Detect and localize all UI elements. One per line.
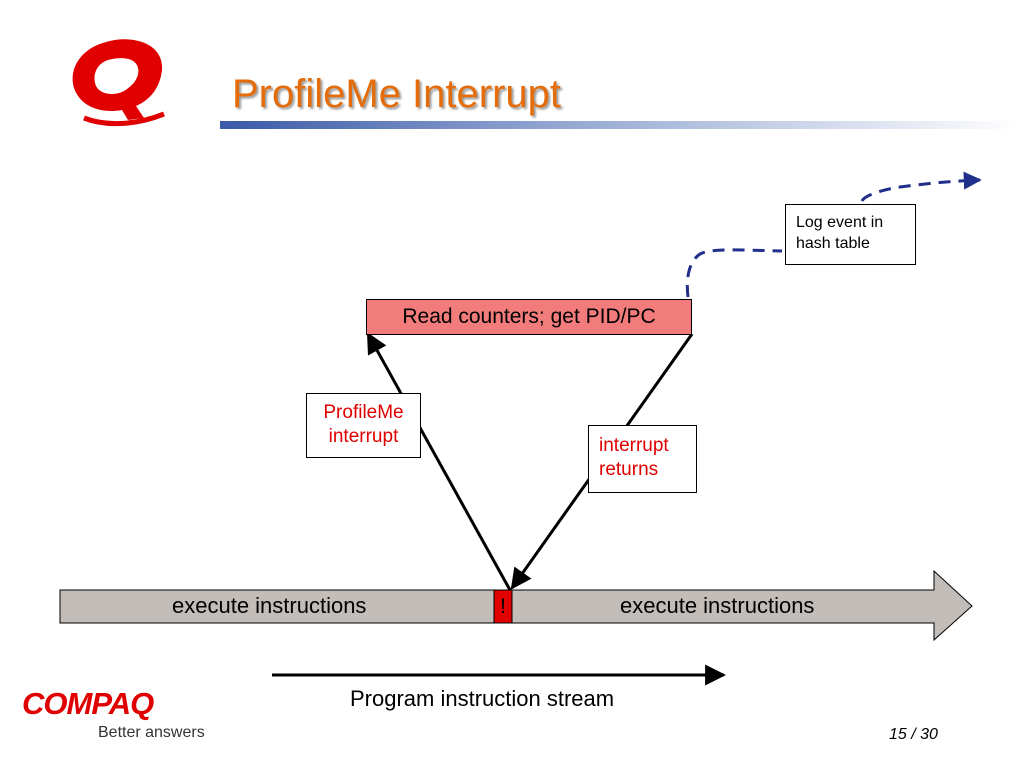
interrupt-marker-label: !	[500, 595, 506, 618]
execute-instructions-right: execute instructions	[620, 593, 815, 618]
log-event-box: Log event in hash table	[785, 204, 916, 265]
page-total: 30	[920, 726, 938, 743]
program-stream-label: Program instruction stream	[350, 686, 615, 711]
log-box-line-2: hash table	[796, 235, 870, 252]
brand-tagline: Better answers	[98, 724, 205, 741]
title-underline	[220, 121, 1020, 129]
interrupt-marker-block	[493, 589, 513, 624]
exit-dashed-path	[860, 171, 982, 202]
execute-instructions-left: execute instructions	[172, 593, 367, 618]
read-counters-box: Read counters; get PID/PC	[366, 299, 692, 335]
page-current: 15	[889, 726, 907, 743]
log-dashed-path	[685, 248, 783, 298]
page-indicator: 15 / 30	[889, 726, 938, 744]
compaq-wordmark: COMPAQ	[22, 686, 154, 721]
interrupt-box-line-1: ProfileMe	[323, 402, 404, 423]
returns-box-line-1: interrupt	[599, 435, 669, 456]
interrupt-returns-box: interrupt returns	[588, 425, 697, 493]
profileme-interrupt-box: ProfileMe interrupt	[306, 393, 421, 458]
interrupt-box-line-2: interrupt	[328, 426, 399, 447]
q-logo-icon	[72, 39, 165, 127]
returns-box-line-2: returns	[599, 459, 659, 480]
execution-band-arrow	[59, 569, 973, 642]
page-separator: /	[911, 726, 916, 743]
log-box-line-1: Log event in	[796, 214, 884, 231]
interrupt-arrow	[366, 332, 512, 591]
slide-title: ProfileMe Interrupt	[232, 72, 562, 116]
